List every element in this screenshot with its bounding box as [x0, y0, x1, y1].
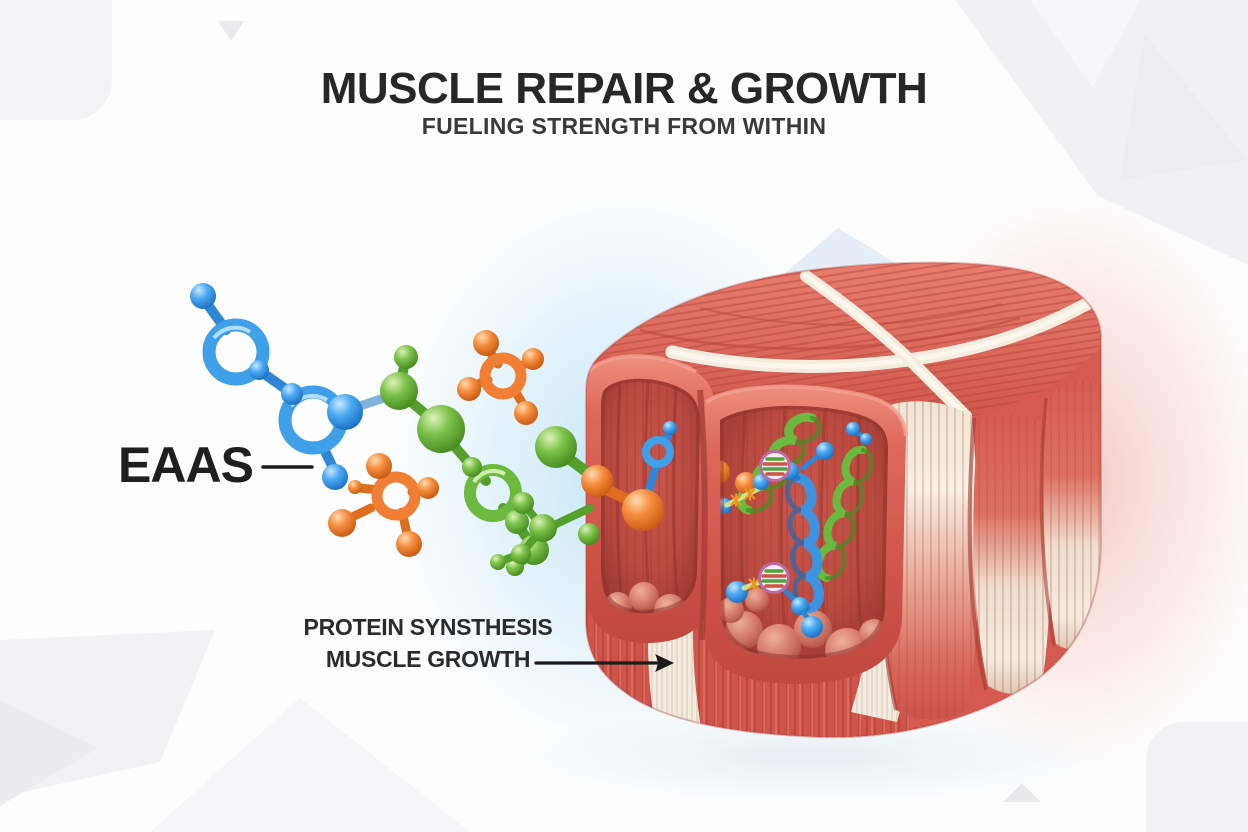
process-labels: PROTEIN SYNSTHESIS MUSCLE GROWTH: [290, 611, 566, 675]
page-subtitle: FUELING STRENGTH FROM WITHIN: [421, 113, 827, 139]
fascicle-right: [704, 386, 906, 684]
molecule-orange-lower: [328, 453, 439, 557]
ribosome-icon: [758, 449, 792, 483]
ribosome-icon: [757, 561, 791, 595]
eaa-molecules: [190, 283, 677, 576]
protein-helix-blue: [785, 473, 824, 614]
tendon-cross-bands: [665, 270, 1101, 422]
fascicle-right-interior: [720, 405, 888, 659]
mrna-helix-green-2: [814, 445, 874, 582]
molecule-blue: [190, 283, 395, 490]
muscle-growth-arrowhead: [655, 654, 674, 672]
ground-shadow: [510, 708, 1110, 804]
protein-synthesis-label: PROTEIN SYNSTHESIS: [303, 614, 553, 640]
molecule-orange-upper: [457, 330, 544, 425]
muscle-top-face: [600, 262, 1101, 425]
leader-lines: [261, 465, 674, 672]
molecule-entering-muscle: [490, 421, 677, 570]
eaas-label: EAAS: [118, 437, 254, 493]
page-title: MUSCLE REPAIR & GROWTH: [320, 64, 928, 113]
muscle-growth-label: MUSCLE GROWTH: [325, 646, 531, 672]
